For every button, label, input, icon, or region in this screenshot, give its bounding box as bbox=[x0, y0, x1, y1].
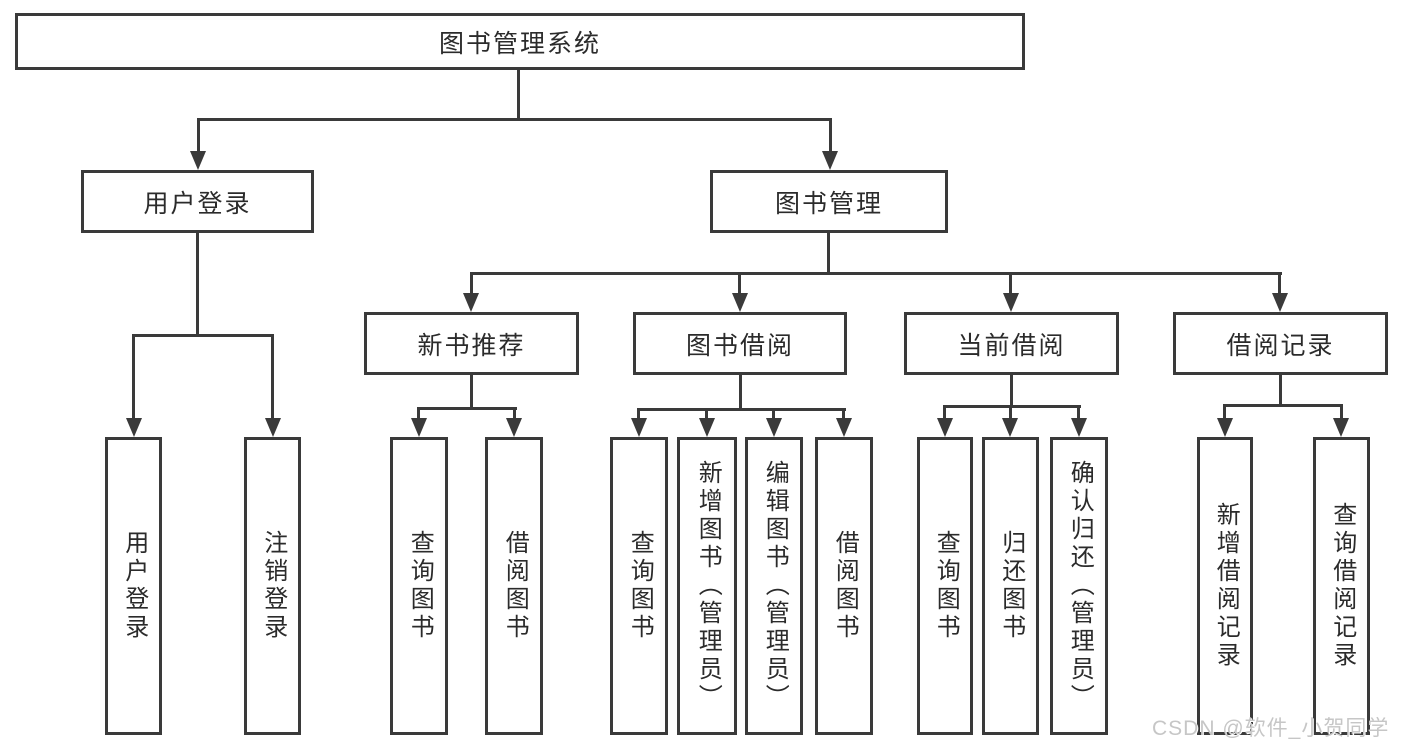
leaf-user-login-label: 用户登录 bbox=[120, 530, 148, 642]
leaf-query-borrow-record-label: 查询借阅记录 bbox=[1328, 502, 1356, 670]
connector-recommend-stem bbox=[470, 373, 473, 410]
leaf-return-books: 归还图书 bbox=[982, 437, 1039, 735]
connector-bookmgmt-branch bbox=[470, 272, 1282, 275]
node-borrow-records-label: 借阅记录 bbox=[1226, 331, 1335, 360]
connector-root-drop-left bbox=[197, 118, 200, 154]
leaf-add-borrow-record: 新增借阅记录 bbox=[1197, 437, 1253, 735]
arrow-down-icon bbox=[190, 151, 206, 170]
connector-recommend-branch bbox=[417, 407, 517, 410]
arrow-down-icon bbox=[822, 151, 838, 170]
connector-current-drop-2 bbox=[1009, 405, 1012, 421]
connector-root-branch bbox=[197, 118, 832, 121]
connector-current-drop-1 bbox=[943, 405, 946, 421]
connector-userlogin-stem bbox=[196, 231, 199, 336]
connector-recommend-drop-1 bbox=[417, 407, 420, 421]
arrow-down-icon bbox=[631, 418, 647, 437]
leaf-logout: 注销登录 bbox=[244, 437, 301, 735]
connector-current-drop-3 bbox=[1077, 405, 1080, 421]
connector-borrow-stem bbox=[739, 373, 742, 411]
node-book-borrow-label: 图书借阅 bbox=[685, 331, 794, 360]
leaf-borrow-books-recommend-label: 借阅图书 bbox=[501, 530, 529, 642]
connector-bookmgmt-drop-2 bbox=[738, 272, 741, 296]
connector-bookmgmt-stem bbox=[827, 231, 830, 275]
leaf-borrow-books-2-label: 借阅图书 bbox=[831, 530, 859, 642]
leaf-edit-book-admin-label: 编辑图书（管理员） bbox=[761, 460, 789, 712]
arrow-down-icon bbox=[411, 418, 427, 437]
connector-current-stem bbox=[1010, 373, 1013, 408]
connector-records-branch bbox=[1223, 404, 1343, 407]
connector-bookmgmt-drop-1 bbox=[470, 272, 473, 296]
leaf-query-books-current-label: 查询图书 bbox=[932, 530, 960, 642]
leaf-query-books-recommend-label: 查询图书 bbox=[406, 530, 434, 642]
leaf-add-borrow-record-label: 新增借阅记录 bbox=[1212, 502, 1240, 670]
connector-records-drop-1 bbox=[1223, 404, 1226, 420]
connector-borrow-drop-2 bbox=[705, 408, 708, 421]
connector-userlogin-branch bbox=[132, 334, 274, 337]
node-book-management-label: 图书管理 bbox=[774, 189, 883, 218]
connector-recommend-drop-2 bbox=[513, 407, 516, 421]
arrow-down-icon bbox=[1071, 418, 1087, 437]
connector-userlogin-drop-1 bbox=[132, 334, 135, 422]
arrow-down-icon bbox=[1333, 418, 1349, 437]
connector-borrow-branch bbox=[637, 408, 846, 411]
arrow-down-icon bbox=[506, 418, 522, 437]
connector-bookmgmt-drop-3 bbox=[1009, 272, 1012, 296]
connector-records-drop-2 bbox=[1340, 404, 1343, 420]
node-book-management: 图书管理 bbox=[710, 170, 948, 233]
arrow-down-icon bbox=[699, 418, 715, 437]
connector-borrow-drop-4 bbox=[842, 408, 845, 421]
csdn-watermark: CSDN @软件_小贺同学 bbox=[1152, 717, 1390, 740]
leaf-borrow-books-recommend: 借阅图书 bbox=[485, 437, 543, 735]
connector-current-branch bbox=[943, 405, 1081, 408]
connector-borrow-drop-1 bbox=[637, 408, 640, 421]
arrow-down-icon bbox=[126, 418, 142, 437]
node-current-borrow: 当前借阅 bbox=[904, 312, 1119, 375]
arrow-down-icon bbox=[1003, 293, 1019, 312]
connector-records-stem bbox=[1279, 373, 1282, 407]
arrow-down-icon bbox=[1217, 418, 1233, 437]
node-new-book-recommend-label: 新书推荐 bbox=[417, 331, 526, 360]
leaf-user-login: 用户登录 bbox=[105, 437, 162, 735]
leaf-query-books-borrow: 查询图书 bbox=[610, 437, 668, 735]
leaf-query-books-borrow-label: 查询图书 bbox=[626, 530, 654, 642]
node-user-login: 用户登录 bbox=[81, 170, 314, 233]
node-book-borrow: 图书借阅 bbox=[633, 312, 847, 375]
leaf-confirm-return-admin: 确认归还（管理员） bbox=[1050, 437, 1108, 735]
leaf-query-borrow-record: 查询借阅记录 bbox=[1313, 437, 1370, 735]
arrow-down-icon bbox=[732, 293, 748, 312]
node-user-login-label: 用户登录 bbox=[143, 189, 252, 218]
arrow-down-icon bbox=[463, 293, 479, 312]
arrow-down-icon bbox=[265, 418, 281, 437]
arrow-down-icon bbox=[937, 418, 953, 437]
connector-borrow-drop-3 bbox=[772, 408, 775, 421]
node-new-book-recommend: 新书推荐 bbox=[364, 312, 579, 375]
leaf-borrow-books-2: 借阅图书 bbox=[815, 437, 873, 735]
connector-root-drop-right bbox=[829, 118, 832, 154]
node-borrow-records: 借阅记录 bbox=[1173, 312, 1388, 375]
leaf-edit-book-admin: 编辑图书（管理员） bbox=[745, 437, 803, 735]
node-root: 图书管理系统 bbox=[15, 13, 1025, 70]
arrow-down-icon bbox=[1272, 293, 1288, 312]
connector-bookmgmt-drop-4 bbox=[1278, 272, 1281, 296]
node-current-borrow-label: 当前借阅 bbox=[957, 331, 1066, 360]
arrow-down-icon bbox=[1002, 418, 1018, 437]
leaf-add-book-admin-label: 新增图书（管理员） bbox=[694, 460, 722, 712]
connector-userlogin-drop-2 bbox=[271, 334, 274, 422]
arrow-down-icon bbox=[766, 418, 782, 437]
node-root-label: 图书管理系统 bbox=[438, 29, 601, 58]
leaf-confirm-return-admin-label: 确认归还（管理员） bbox=[1066, 460, 1094, 712]
leaf-logout-label: 注销登录 bbox=[259, 530, 287, 642]
connector-root-stem bbox=[517, 68, 520, 120]
leaf-add-book-admin: 新增图书（管理员） bbox=[677, 437, 737, 735]
leaf-query-books-current: 查询图书 bbox=[917, 437, 973, 735]
leaf-return-books-label: 归还图书 bbox=[997, 530, 1025, 642]
arrow-down-icon bbox=[836, 418, 852, 437]
leaf-query-books-recommend: 查询图书 bbox=[390, 437, 448, 735]
